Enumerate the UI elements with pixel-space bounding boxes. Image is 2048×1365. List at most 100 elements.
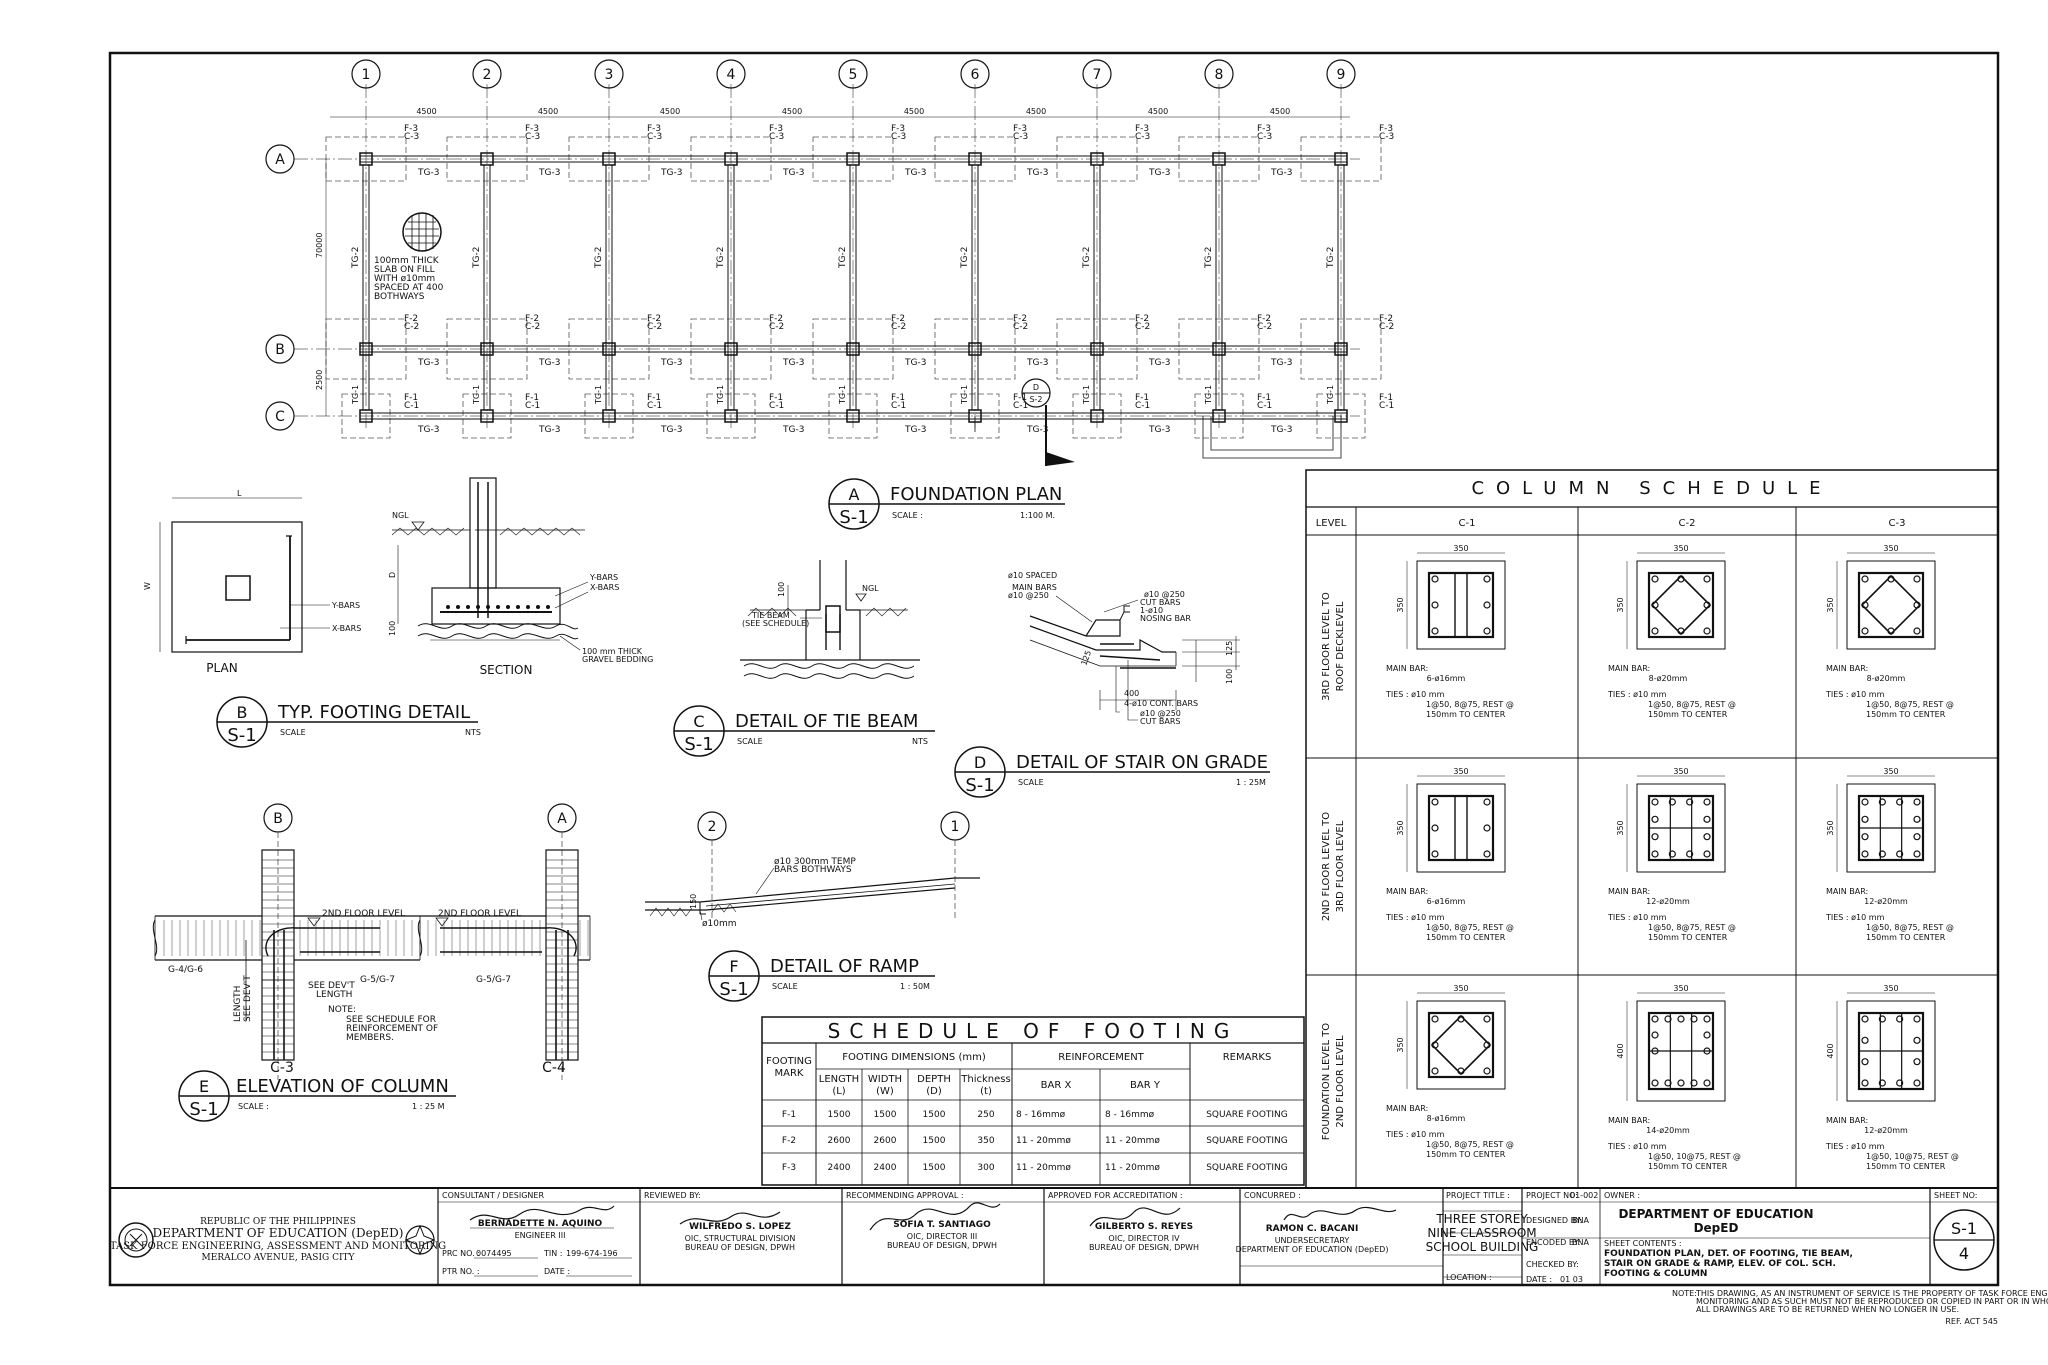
footing-mark: F-2 (1257, 314, 1271, 324)
fs-sub-header: WIDTH (868, 1074, 902, 1085)
tb-checked-label: CHECKED BY: (1526, 1260, 1579, 1269)
fs-h-remarks: REMARKS (1223, 1052, 1272, 1063)
column-square (1090, 409, 1104, 423)
column-square (846, 409, 860, 423)
title-e-scale: 1 : 25 M (412, 1102, 445, 1111)
elev-note-4: MEMBERS. (346, 1033, 394, 1043)
cs-diamond-tie (1650, 574, 1712, 636)
signature-recommend (869, 1202, 1001, 1231)
tb-location-label: LOCATION : (1446, 1273, 1492, 1282)
cs-bar (1878, 798, 1886, 806)
cs-bar (1913, 1079, 1921, 1087)
tb-designed: BNA (1572, 1216, 1589, 1225)
tb-concurred-t2: DEPARTMENT OF EDUCATION (DepED) (1236, 1245, 1389, 1254)
tb-owner-label: OWNER : (1604, 1191, 1640, 1200)
tb-projno: 01-002 (1570, 1191, 1598, 1200)
ramp-grid-left: 2 (708, 819, 717, 835)
grid-label-col: 4 (727, 67, 736, 83)
tb-dept: DEPARTMENT OF EDUCATION (DepED) (153, 1226, 404, 1240)
fs-cell: 1500 (923, 1163, 946, 1173)
slab-note-2: SLAB ON FILL (374, 265, 435, 275)
cs-ties-1: TIES : ø10 mm (1607, 913, 1667, 922)
fs-cell: 1500 (923, 1136, 946, 1146)
column-mark: C-2 (1013, 322, 1028, 332)
column-mark: C-2 (404, 322, 419, 332)
column-square (724, 342, 738, 356)
cs-main-bars: 6-ø16mm (1427, 674, 1466, 683)
cs-bar (1690, 1079, 1698, 1087)
cs-column-outline (1846, 783, 1936, 873)
tb-encoded: BNA (1572, 1238, 1589, 1247)
stair-note-b1: 4-ø10 CONT. BARS (1124, 699, 1198, 708)
column-mark: C-2 (1135, 322, 1150, 332)
column-mark: C-1 (525, 401, 540, 411)
cs-ties-1: TIES : ø10 mm (1825, 690, 1885, 699)
title-block: REPUBLIC OF THE PHILIPPINES DEPARTMENT O… (110, 1187, 2048, 1326)
cs-bar (1664, 1015, 1672, 1023)
grid-bubble-col (838, 59, 868, 89)
footing-schedule-title: SCHEDULE OF FOOTING (828, 1019, 1239, 1043)
title-c-scale: NTS (912, 737, 928, 746)
footing-plan-detail: L W Y-BARS X-BARS PLAN (143, 489, 361, 675)
title-a-scale-label: SCALE : (892, 511, 923, 520)
cs-level-label: 2ND FLOOR LEVEL (1335, 1035, 1346, 1128)
cs-bar (1861, 1015, 1869, 1023)
column-mark: C-3 (647, 132, 662, 142)
section-xbars: X-BARS (590, 583, 619, 592)
rebar-dot (476, 605, 480, 609)
title-f-scale-label: SCALE (772, 982, 798, 991)
fs-cell: 1500 (874, 1110, 897, 1120)
grid-bubble-row (265, 334, 295, 364)
ramp-outline (974, 416, 1342, 459)
dim-spacing: 4500 (660, 107, 680, 116)
cs-column-outline (1636, 560, 1726, 650)
cs-bar (1431, 824, 1439, 832)
cs-bar (1483, 1015, 1491, 1023)
cs-bar (1861, 1036, 1869, 1044)
cs-height: 350 (1396, 597, 1405, 612)
tb-contents-label: SHEET CONTENTS : (1604, 1239, 1682, 1248)
tb-projno-label: PROJECT NO: (1526, 1191, 1578, 1200)
cs-bar (1651, 627, 1659, 635)
elev-col-right: C-4 (542, 1060, 566, 1076)
column-square (1212, 409, 1226, 423)
tb-date2-label: DATE : (1526, 1275, 1552, 1284)
cs-level-label: 2ND FLOOR LEVEL TO (1321, 812, 1332, 921)
elev-note-1: NOTE: (328, 1005, 356, 1015)
cs-main-bars: 8-ø20mm (1867, 674, 1906, 683)
section-bedding-2: GRAVEL BEDDING (582, 655, 653, 664)
footing-mark: F-3 (769, 124, 783, 134)
cs-main-bars: 12-ø20mm (1864, 1126, 1908, 1135)
title-f-name: DETAIL OF RAMP (770, 956, 919, 977)
column-square (359, 409, 373, 423)
cs-ties-3: 150mm TO CENTER (1648, 933, 1728, 942)
cs-height: 350 (1396, 820, 1405, 835)
cs-bar (1703, 1079, 1711, 1087)
fs-cell: 2600 (828, 1136, 851, 1146)
column-square (602, 152, 616, 166)
grid-bubble-row (265, 401, 295, 431)
signature-approved (1089, 1207, 1181, 1227)
fs-h-dims: FOOTING DIMENSIONS (mm) (842, 1052, 986, 1063)
tb-republic: REPUBLIC OF THE PHILIPPINES (200, 1217, 356, 1227)
cs-ties-2: 1@50, 8@75, REST @ (1648, 700, 1736, 709)
cs-bar (1431, 627, 1439, 635)
grid-bubble-col (351, 59, 381, 89)
fs-sub-header: (W) (876, 1086, 894, 1097)
fs-cell: 11 - 20mmø (1016, 1136, 1071, 1146)
tb-tin-label: TIN : (543, 1249, 562, 1258)
cs-bar (1878, 1079, 1886, 1087)
cs-h-c3: C-3 (1889, 518, 1906, 529)
column-mark: C-1 (769, 401, 784, 411)
dim-left-bc: 2500 (315, 370, 324, 390)
fs-sub-header: (D) (926, 1086, 942, 1097)
title-e-name: ELEVATION OF COLUMN (236, 1076, 449, 1097)
cs-main-label: MAIN BAR: (1826, 1116, 1868, 1125)
column-square (1090, 342, 1104, 356)
title-ramp: F S-1 DETAIL OF RAMP SCALE 1 : 50M (708, 950, 935, 1002)
cs-ties-1: TIES : ø10 mm (1385, 1130, 1445, 1139)
cs-cross-tie (1649, 796, 1713, 860)
cs-main-bars: 6-ø16mm (1427, 897, 1466, 906)
cs-bar (1861, 1058, 1869, 1066)
cs-bar (1896, 850, 1904, 858)
